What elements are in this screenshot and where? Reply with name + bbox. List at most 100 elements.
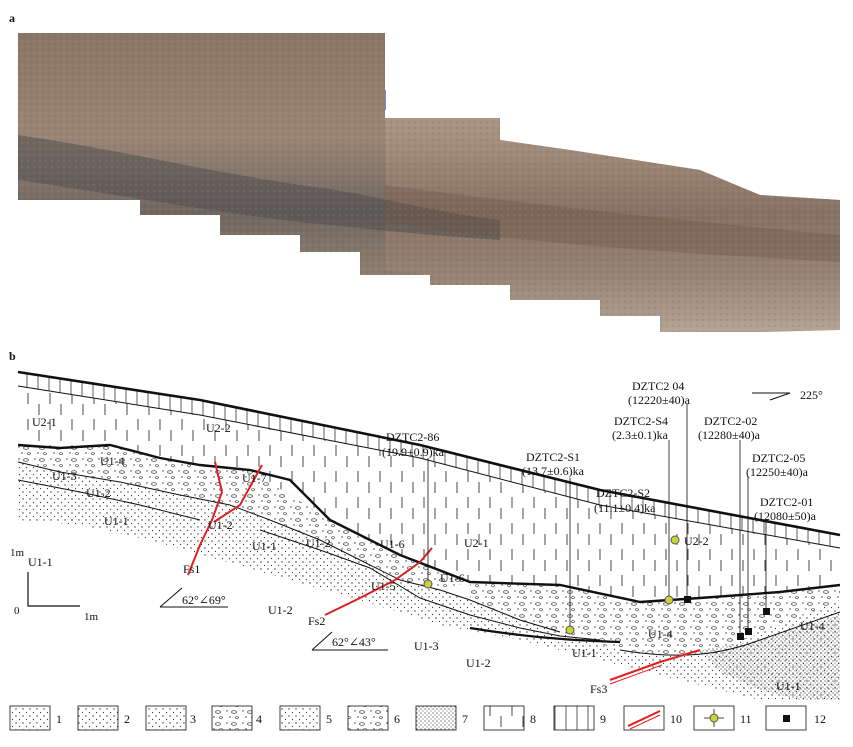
label-u2-1-right: U2-1: [464, 536, 489, 550]
sample-04-age: (12220±40)a: [628, 393, 691, 407]
svg-text:4: 4: [256, 712, 262, 726]
label-u1-1-left: U1-1: [104, 514, 129, 528]
label-u1-5: U1-5: [371, 579, 396, 593]
legend-item-3: 3: [145, 705, 196, 731]
panel-a-photo: a: [0, 0, 853, 345]
legend-item-9: 9: [553, 705, 606, 731]
fault-fs3-offset: [609, 664, 663, 685]
sample-s2-id: DZTC2-S2: [596, 486, 650, 500]
sample-05-id: DZTC2-05: [752, 451, 805, 465]
unit-u1-4-right: [470, 582, 840, 655]
panel-b-letter: b: [9, 349, 16, 363]
label-u1-1-mid: U1-1: [252, 539, 277, 553]
dark-lens-line: [469, 626, 621, 644]
legend-item-6: 6: [347, 705, 400, 731]
legend-item-1: 1: [9, 705, 62, 731]
c14-marker-01: [763, 608, 770, 615]
u1-4-base-right: [619, 611, 841, 656]
scale-vertical-label: 1m: [10, 547, 25, 559]
sample-s1-age: (13.7±0.6)ka: [522, 464, 585, 478]
attitude-fs1-symbol: [159, 587, 228, 608]
sample-s4-id: DZTC2-S4: [614, 414, 668, 428]
sample-s2-age: (11.1±0.4)ka: [594, 501, 656, 515]
svg-text:12: 12: [814, 712, 826, 726]
svg-text:1: 1: [56, 712, 62, 726]
label-fs3: Fs3: [590, 682, 607, 696]
legend-item-11: 11: [693, 705, 752, 731]
svg-text:7: 7: [462, 712, 468, 726]
scale-horizontal-label: 1m: [84, 611, 99, 623]
c14-marker-04: [684, 596, 691, 603]
label-u1-3-left: U1-3: [52, 469, 77, 483]
sample-05-age: (12250±40)a: [746, 465, 809, 479]
fault-fs2: [324, 547, 433, 616]
fault-fs3: [609, 648, 701, 682]
label-fs2: Fs2: [308, 614, 325, 628]
sample-s4-age: (2.3±0.1)ka: [612, 428, 669, 442]
sample-01-age: (12080±50)a: [754, 509, 817, 523]
scale-origin-label: 0: [14, 605, 20, 617]
svg-text:8: 8: [530, 712, 536, 726]
panel-b-section: b: [0, 345, 853, 742]
sample-02-age: (12280±40)a: [698, 428, 761, 442]
ground-surface-line: [17, 370, 841, 537]
sample-labels: DZTC2-86 (19.9±0.9)ka DZTC2-S1 (13.7±0.6…: [382, 379, 817, 523]
svg-text:11: 11: [740, 712, 752, 726]
sample-s1-id: DZTC2-S1: [526, 450, 580, 464]
label-u2-1-top: U2-1: [32, 415, 57, 429]
photo-mosaic: a: [9, 11, 840, 332]
label-u1-6b: U1-6: [440, 571, 465, 585]
svg-text:2: 2: [124, 712, 130, 726]
unit-dense-lower: [700, 615, 840, 700]
legend-item-12: 12: [765, 705, 826, 731]
fault-fs1-branch: [213, 464, 263, 523]
svg-text:3: 3: [190, 712, 196, 726]
label-u1-6a: U1-6: [380, 537, 405, 551]
unit-u2-1-loess: [18, 386, 840, 602]
label-attitude-fs2: 62°∠43°: [332, 635, 376, 649]
legend-item-2: 2: [77, 705, 130, 731]
legend-item-8: 8: [483, 705, 536, 731]
sample-01-id: DZTC2-01: [760, 495, 813, 509]
svg-text:5: 5: [326, 712, 332, 726]
orientation-arrow: [752, 392, 791, 401]
sample-02-id: DZTC2-02: [704, 414, 757, 428]
sample-86-id: DZTC2-86: [386, 430, 439, 444]
label-u1-4-right: U1-4: [648, 627, 673, 641]
svg-text:10: 10: [670, 712, 682, 726]
c14-marker-05: [745, 628, 752, 635]
legend: 1 2 3 4 5 6 7: [9, 705, 826, 731]
label-u1-4-far-right: U1-4: [800, 619, 825, 633]
fault-fs1: [187, 461, 224, 576]
legend-item-10: 10: [623, 705, 682, 731]
legend-item-7: 7: [415, 705, 468, 731]
svg-text:6: 6: [394, 712, 400, 726]
label-u1-2-mid: U1-2: [208, 518, 233, 532]
label-u1-1-far: U1-1: [28, 555, 53, 569]
label-u1-1-bottom: U1-1: [572, 646, 597, 660]
osl-marker-s4: [664, 595, 674, 605]
u2-2-base-line: [17, 385, 841, 549]
legend-item-4: 4: [211, 705, 262, 731]
label-u1-2-left: U1-2: [86, 486, 111, 500]
label-u1-2-b: U1-2: [306, 536, 331, 550]
osl-marker-86: [423, 579, 433, 589]
svg-text:9: 9: [600, 712, 606, 726]
label-u1-1-right: U1-1: [776, 679, 801, 693]
unit-u1-1-sand: [18, 462, 840, 700]
photo-texture: [18, 33, 840, 332]
unit-labels: U2-1 U2-2 U1-4 U1-3 U1-2 U1-1 U1-7 U1-2 …: [28, 415, 825, 693]
label-u1-7: U1-7: [242, 471, 267, 485]
legend-item-5: 5: [279, 705, 332, 731]
scale-bar: [27, 572, 80, 607]
label-u1-2-d: U1-2: [466, 656, 491, 670]
osl-marker-s2: [670, 535, 680, 545]
sample-86-age: (19.9±0.9)ka: [382, 445, 445, 459]
label-fs1: Fs1: [183, 562, 200, 576]
attitude-fs2-symbol: [311, 631, 388, 651]
label-attitude-fs1: 62°∠69°: [182, 593, 226, 607]
panel-a-letter: a: [9, 11, 15, 25]
label-u2-2-top: U2-2: [206, 421, 231, 435]
u2-base-boundary: [17, 443, 841, 604]
c14-marker-02: [737, 633, 744, 640]
